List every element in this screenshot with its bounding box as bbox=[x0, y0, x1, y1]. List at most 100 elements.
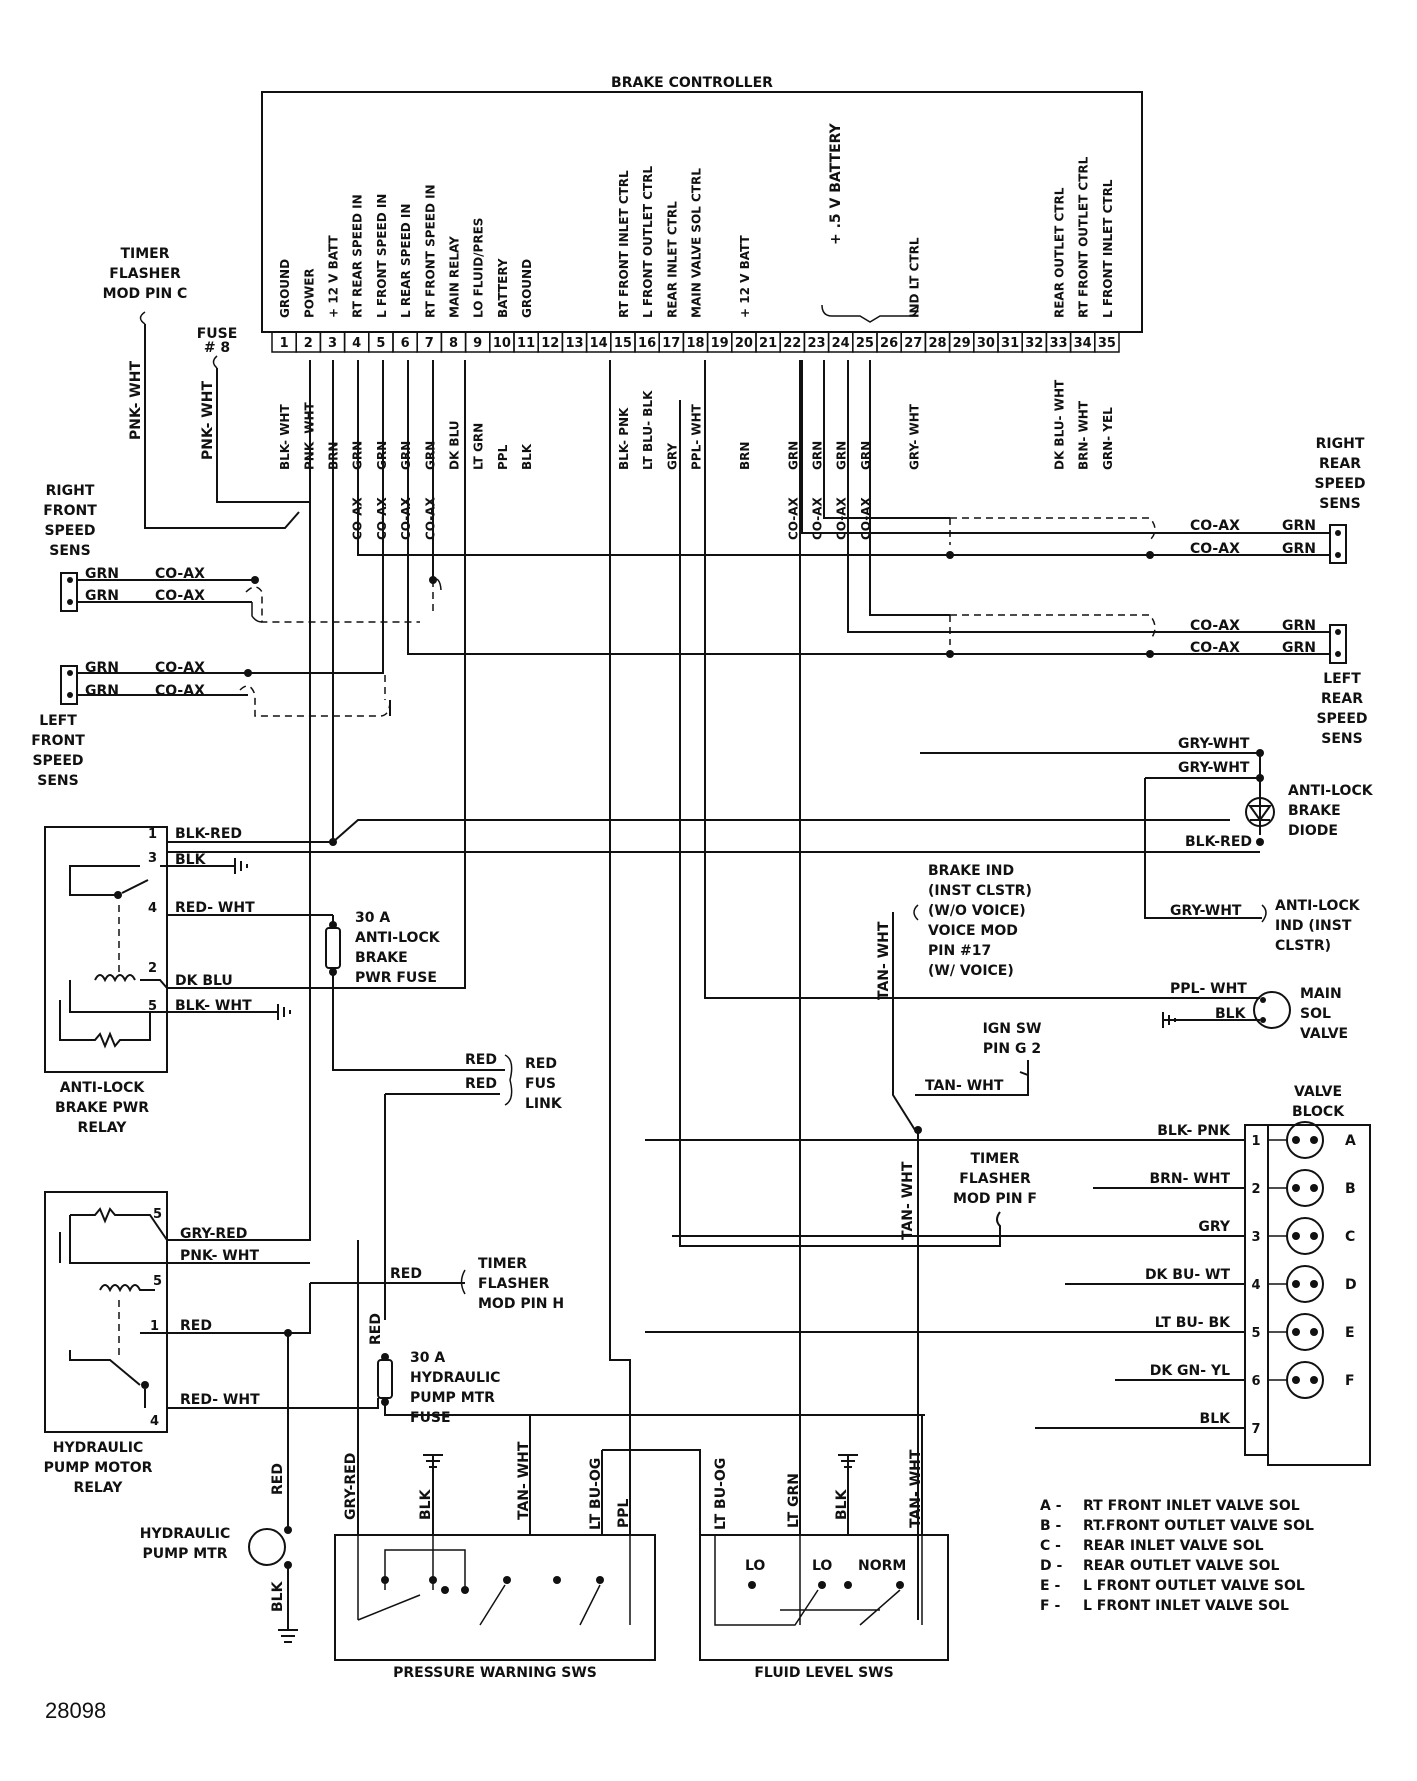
hyd-pnk-wht: PNK- WHT bbox=[180, 1248, 259, 1264]
relay-blk-red: BLK-RED bbox=[175, 826, 242, 842]
lfs-l2: FRONT bbox=[31, 733, 85, 749]
lrs-l1: LEFT bbox=[1323, 671, 1361, 687]
ign-l1: IGN SW bbox=[983, 1021, 1042, 1037]
timer-c-line2: FLASHER bbox=[109, 266, 181, 282]
valve-wire-5: LT BU- BK bbox=[1155, 1315, 1231, 1331]
tf-h-l2: FLASHER bbox=[478, 1276, 550, 1292]
tf-f-l3: MOD PIN F bbox=[953, 1191, 1037, 1207]
pin-label-5: L FRONT SPEED IN bbox=[375, 194, 389, 318]
lfs-l1: LEFT bbox=[39, 713, 77, 729]
pin-number-31: 31 bbox=[1001, 336, 1019, 351]
lfs-l3: SPEED bbox=[32, 753, 83, 769]
wire-label-15: BLK- PNK bbox=[617, 407, 631, 470]
timer-flasher-f: TIMER FLASHER MOD PIN F bbox=[679, 400, 1037, 1247]
pin-number-25: 25 bbox=[856, 336, 874, 351]
pin-label-4: RT REAR SPEED IN bbox=[351, 194, 365, 318]
pin-label-15: RT FRONT INLET CTRL bbox=[617, 170, 631, 318]
hpm-red: RED bbox=[270, 1463, 286, 1495]
valve-pin-2: 2 bbox=[1251, 1182, 1260, 1197]
tf-f-l1: TIMER bbox=[970, 1151, 1019, 1167]
f30-l1: 30 A bbox=[355, 910, 390, 926]
valve-pin-6: 6 bbox=[1251, 1374, 1260, 1389]
hpm-blk: BLK bbox=[270, 1580, 286, 1612]
valve-pin-7: 7 bbox=[1251, 1422, 1260, 1437]
hyd-pin4: 4 bbox=[150, 1414, 159, 1429]
pws-title: PRESSURE WARNING SWS bbox=[393, 1665, 597, 1681]
valve-wire-1: BLK- PNK bbox=[1157, 1123, 1231, 1139]
valve-letter-A: A bbox=[1345, 1133, 1356, 1149]
wire-label-20: BRN bbox=[738, 442, 752, 470]
hydraulic-pump-motor: RED BLK HYDRAULIC PUMP MTR bbox=[140, 1333, 298, 1643]
legend-key-D: D - bbox=[1040, 1558, 1062, 1574]
anti-lock-brake-pwr-relay: BLK-RED BLK RED- WHT DK BLU BLK- WHT 1 3… bbox=[44, 360, 1230, 1136]
ind-l1: ANTI-LOCK bbox=[1275, 898, 1361, 914]
coax-label-7: CO-AX bbox=[423, 497, 437, 540]
legend-text-A: RT FRONT INLET VALVE SOL bbox=[1083, 1498, 1300, 1514]
pin-label-17: REAR INLET CTRL bbox=[665, 201, 679, 318]
pin-label-20: + 12 V BATT bbox=[738, 234, 752, 318]
diode-l1: ANTI-LOCK bbox=[1288, 783, 1374, 799]
pnk-wht-fuse: PNK- WHT bbox=[200, 381, 216, 460]
tan-wht-2: TAN- WHT bbox=[900, 1161, 916, 1240]
pin-label-8: MAIN RELAY bbox=[448, 236, 462, 318]
wire-label-33: DK BLU- WHT bbox=[1053, 379, 1067, 470]
fls-norm: NORM bbox=[858, 1558, 906, 1574]
fuse8-line1: FUSE bbox=[197, 326, 238, 342]
bi-l3: (W/O VOICE) bbox=[928, 903, 1026, 919]
diode-l2: BRAKE bbox=[1288, 803, 1341, 819]
vb-l1: VALVE bbox=[1294, 1084, 1342, 1100]
wire-label-10: PPL bbox=[496, 444, 510, 470]
pin-number-1: 1 bbox=[280, 336, 289, 351]
pin-number-3: 3 bbox=[328, 336, 337, 351]
valve-pin-1: 1 bbox=[1251, 1134, 1260, 1149]
rfs-grn2: GRN bbox=[85, 588, 119, 604]
lfs-grn2: GRN bbox=[85, 683, 119, 699]
relay-red-wht: RED- WHT bbox=[175, 900, 255, 916]
pin-number-2: 2 bbox=[304, 336, 313, 351]
rfs-coax2: CO-AX bbox=[155, 588, 205, 604]
pin-label-10: BATTERY bbox=[496, 258, 510, 318]
ind-l3: CLSTR) bbox=[1275, 938, 1331, 954]
fls-lt-bu-og: LT BU-OG bbox=[713, 1458, 729, 1530]
valve-wire-4: DK BU- WT bbox=[1145, 1267, 1231, 1283]
relay-l1: ANTI-LOCK bbox=[60, 1080, 146, 1096]
pin-label-7: RT FRONT SPEED IN bbox=[423, 184, 437, 318]
pin-number-26: 26 bbox=[880, 336, 898, 351]
wire-label-34: BRN- WHT bbox=[1077, 400, 1091, 470]
legend-key-F: F - bbox=[1040, 1598, 1060, 1614]
pws-ppl: PPL bbox=[616, 1498, 632, 1528]
lrs-grn1: GRN bbox=[1282, 618, 1316, 634]
rrs-coax1: CO-AX bbox=[1190, 518, 1240, 534]
lfs-l4: SENS bbox=[37, 773, 78, 789]
rrs-coax2: CO-AX bbox=[1190, 541, 1240, 557]
lrs-coax2: CO-AX bbox=[1190, 640, 1240, 656]
pin-number-23: 23 bbox=[807, 336, 825, 351]
rrs-l4: SENS bbox=[1319, 496, 1360, 512]
pin-number-7: 7 bbox=[425, 336, 434, 351]
fls-tan-wht: TAN- WHT bbox=[908, 1449, 924, 1528]
pressure-warning-sws: PRESSURE WARNING SWS GRY-RED BLK TAN- WH… bbox=[334, 360, 701, 1681]
fus-l1: RED bbox=[525, 1056, 557, 1072]
lfs-coax2: CO-AX bbox=[155, 683, 205, 699]
msv-ppl-wht: PPL- WHT bbox=[1170, 981, 1247, 997]
ign-sw: IGN SW PIN G 2 TAN- WHT TAN- WHT bbox=[900, 1021, 1041, 1620]
fluid-level-sws: FLUID LEVEL SWS LT BU-OG LT GRN BLK TAN-… bbox=[699, 360, 949, 1681]
diode-blk-red: BLK-RED bbox=[1185, 834, 1252, 850]
valve-letter-E: E bbox=[1345, 1325, 1355, 1341]
rrs-l2: REAR bbox=[1319, 456, 1361, 472]
pin-number-17: 17 bbox=[662, 336, 680, 351]
fus-l3: LINK bbox=[525, 1096, 563, 1112]
valve-letter-C: C bbox=[1345, 1229, 1355, 1245]
pin-number-35: 35 bbox=[1098, 336, 1116, 351]
coax-label-23: CO-AX bbox=[811, 497, 825, 540]
hyd-red-wht: RED- WHT bbox=[180, 1392, 260, 1408]
tf-h-l1: TIMER bbox=[478, 1256, 527, 1272]
wire-label-18: PPL- WHT bbox=[690, 403, 704, 470]
fus-red2: RED bbox=[465, 1076, 497, 1092]
pws-gry-red: GRY-RED bbox=[343, 1453, 359, 1520]
pin-label-2: POWER bbox=[302, 268, 316, 318]
wire-label-27: GRY- WHT bbox=[907, 403, 921, 470]
hf-l2: HYDRAULIC bbox=[410, 1370, 500, 1386]
